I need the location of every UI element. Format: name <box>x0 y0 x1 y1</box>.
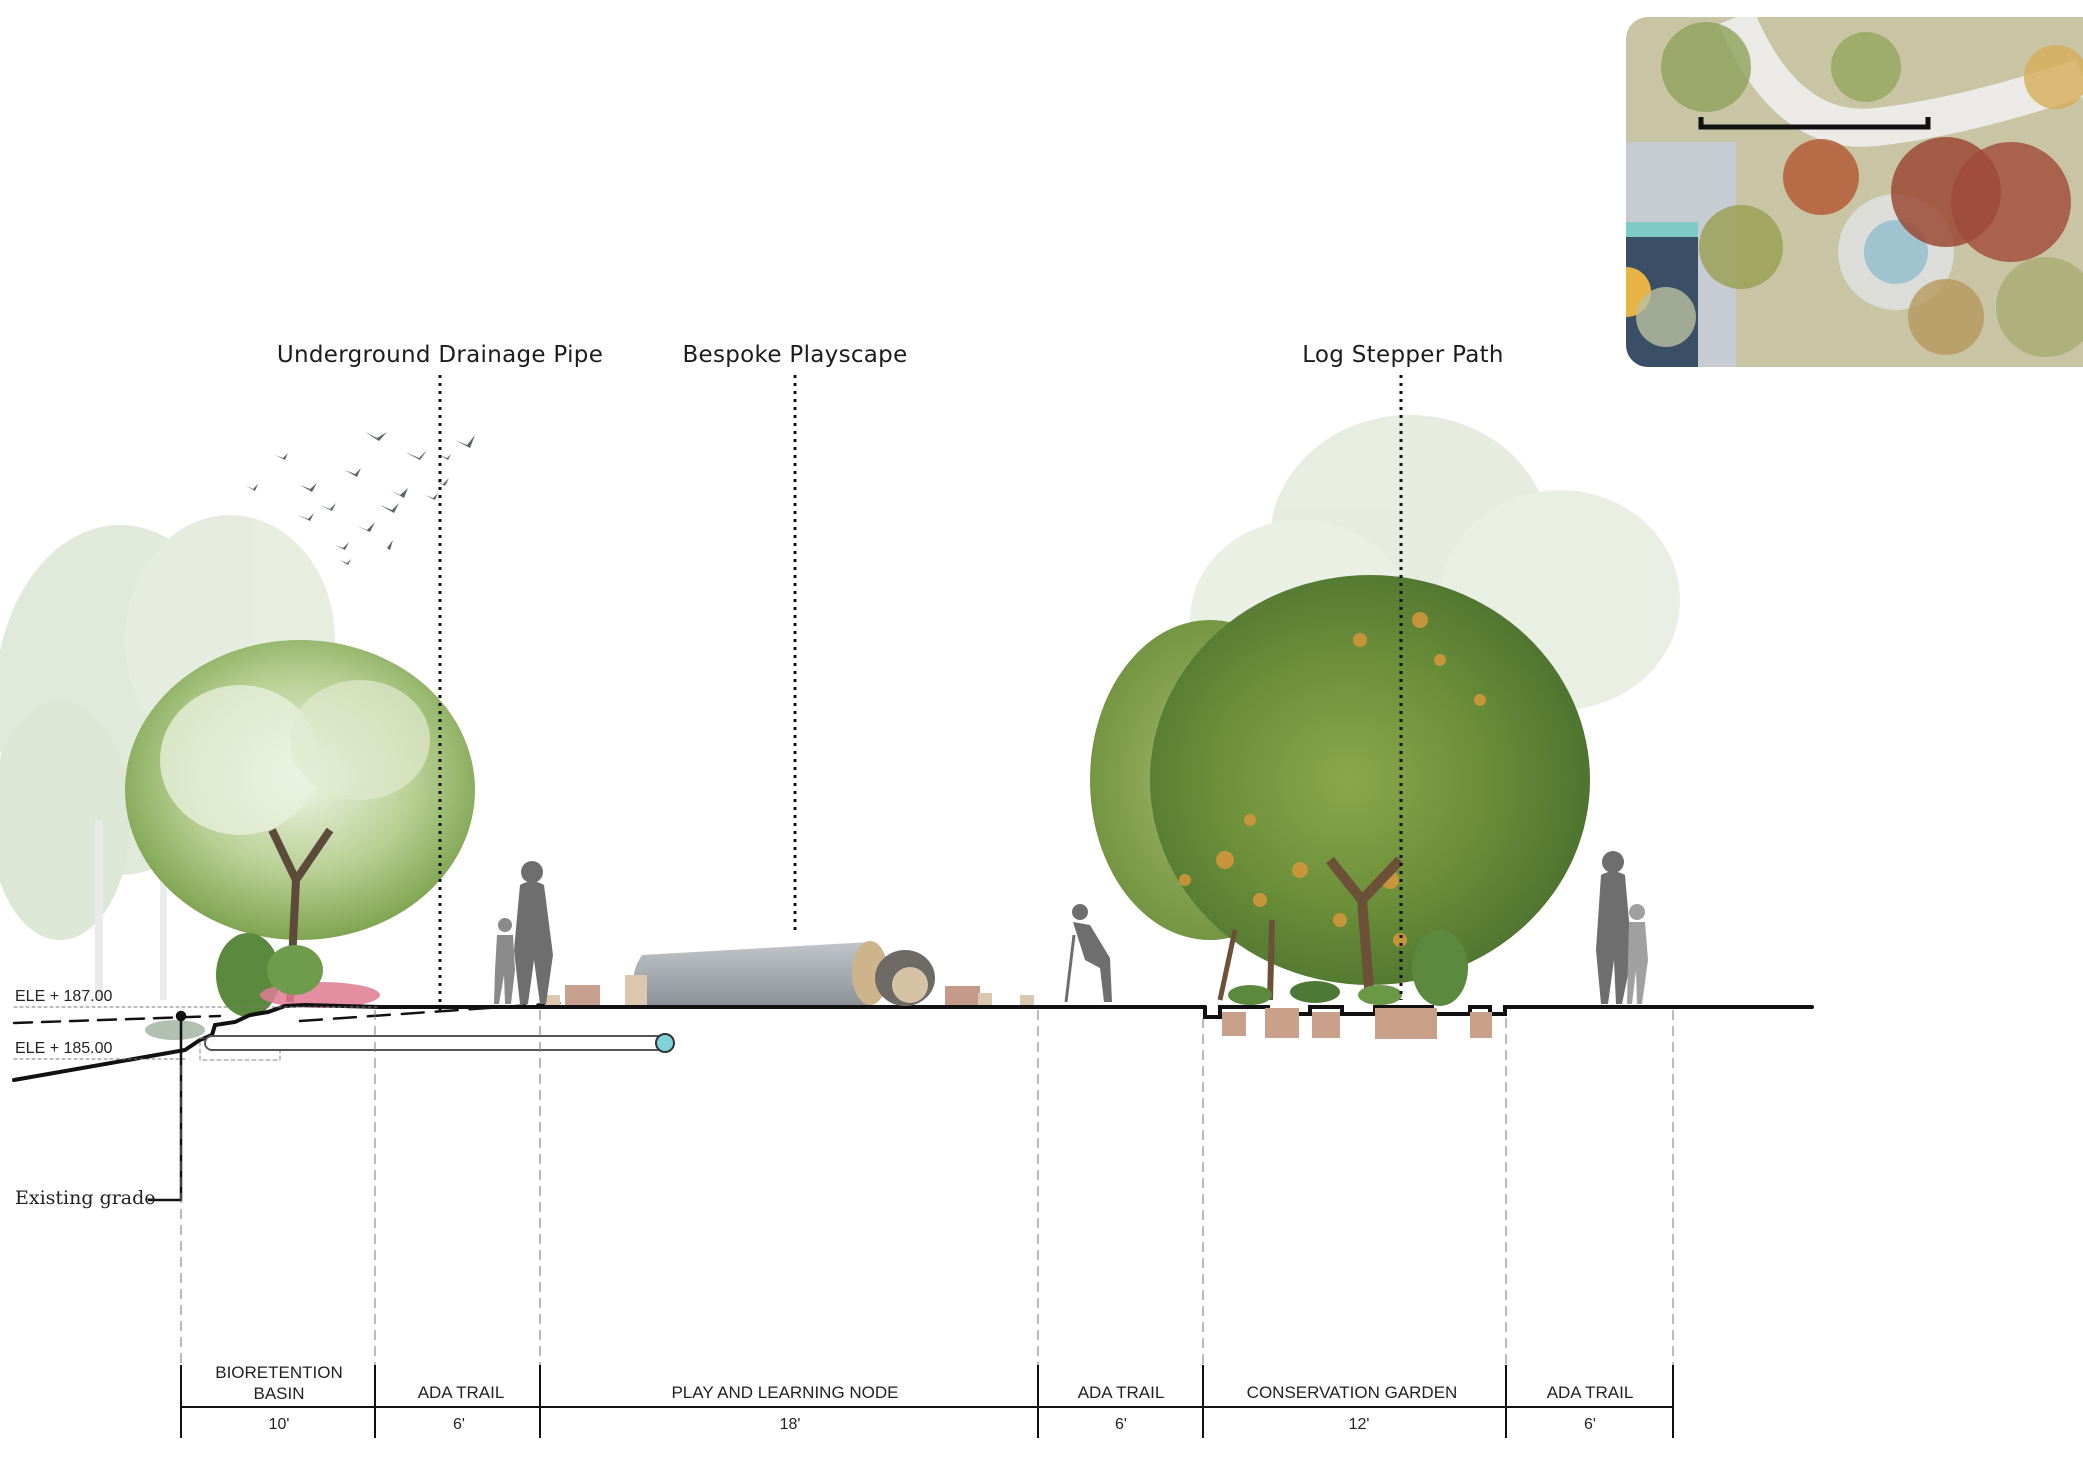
elevation-lower: ELE + 185.00 <box>15 1040 113 1057</box>
shrubs-right <box>1228 930 1468 1006</box>
callout-playscape: Bespoke Playscape <box>682 342 908 368</box>
key-plan-inset <box>1626 17 2083 367</box>
existing-grade-leader <box>148 1010 187 1202</box>
zone-label-ada-trail-3: ADA TRAIL <box>1546 1383 1634 1402</box>
people-silhouettes <box>494 851 1648 1004</box>
zone-width-ada-trail-1: 6' <box>453 1416 465 1433</box>
callout-drainage-pipe: Underground Drainage Pipe <box>276 342 604 368</box>
conservation-trees <box>1090 575 1590 1001</box>
zone-table <box>180 1365 1674 1438</box>
zone-label-ada-trail-1: ADA TRAIL <box>417 1383 505 1402</box>
zone-label-conservation: CONSERVATION GARDEN <box>1246 1383 1458 1402</box>
zone-width-conservation: 12' <box>1348 1416 1370 1433</box>
log-stepper-stones <box>1222 1008 1492 1039</box>
zone-label-play-node: PLAY AND LEARNING NODE <box>671 1383 899 1402</box>
zone-width-ada-trail-2: 6' <box>1115 1416 1127 1433</box>
callout-leaders <box>438 375 1403 1015</box>
bird-flock <box>245 432 475 565</box>
shrubs-left <box>145 933 380 1040</box>
elevation-upper: ELE + 187.00 <box>15 988 113 1005</box>
callout-log-stepper: Log Stepper Path <box>1302 342 1504 368</box>
playscape-logs <box>545 941 1034 1006</box>
zone-width-bioretention: 10' <box>268 1416 290 1433</box>
zone-label-bioretention: BIORETENTION BASIN <box>215 1363 343 1403</box>
zone-width-play-node: 18' <box>779 1416 801 1433</box>
zone-label-ada-trail-2: ADA TRAIL <box>1077 1383 1165 1402</box>
drainage-pipe <box>204 1033 675 1053</box>
flowering-tree <box>125 640 475 1003</box>
existing-grade-label: Existing grade <box>15 1187 156 1209</box>
zone-dividers <box>180 1010 1674 1365</box>
zone-width-ada-trail-3: 6' <box>1584 1416 1596 1433</box>
